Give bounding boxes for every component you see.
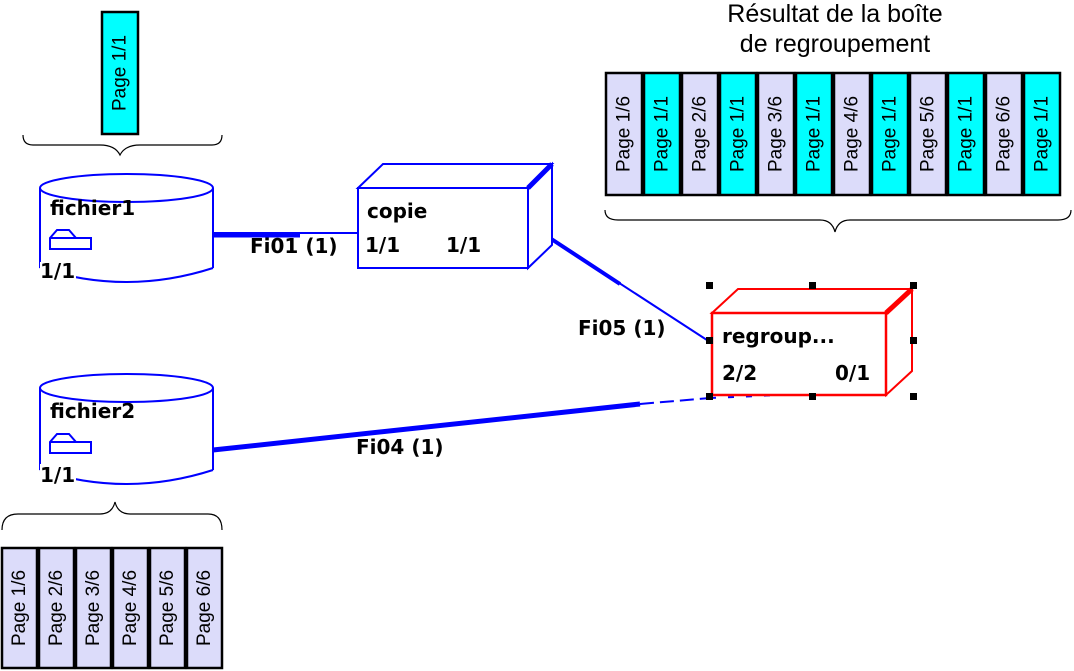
page-box	[946, 71, 986, 197]
bottom-stack-page: Page 6/6	[185, 546, 224, 670]
page-box	[642, 71, 682, 197]
page-label: Page 5/6	[918, 96, 939, 172]
result-title-line2: de regroupement	[740, 30, 930, 58]
result-page: Page 2/6	[680, 71, 720, 197]
page-label: Page 1/6	[614, 96, 635, 172]
page-label: Page 1/1	[110, 35, 131, 111]
node-fichier1[interactable]: fichier1 1/1	[39, 173, 214, 283]
page-label: Page 1/1	[880, 96, 901, 172]
result-page: Page 1/1	[642, 71, 682, 197]
page-box	[832, 71, 872, 197]
page-box	[100, 10, 140, 136]
node-regroup[interactable]: regroup... 2/2 0/1	[706, 282, 917, 400]
link-label-fi04: Fi04 (1)	[356, 435, 444, 459]
page-label: Page 2/6	[690, 96, 711, 172]
page-box	[74, 546, 113, 670]
handle-middle-left[interactable]	[706, 337, 713, 344]
page-box	[1022, 71, 1062, 197]
result-page: Page 1/1	[718, 71, 758, 197]
page-label: Page 1/1	[1032, 96, 1053, 172]
node-in-count-copie: 1/1	[365, 233, 400, 257]
node-in-count-regroup: 2/2	[722, 361, 757, 385]
bottom-stack-page: Page 3/6	[74, 546, 113, 670]
page-box	[908, 71, 948, 197]
handle-top-left[interactable]	[706, 282, 713, 289]
page-box	[718, 71, 758, 197]
page-box	[604, 71, 644, 197]
selection-handles[interactable]	[706, 282, 917, 400]
result-page: Page 5/6	[908, 71, 948, 197]
result-page: Page 1/1	[870, 71, 910, 197]
page-label: Page 6/6	[194, 570, 215, 646]
node-name-fichier2: fichier2	[50, 399, 135, 423]
page-label: Page 3/6	[83, 570, 104, 646]
page-box	[870, 71, 910, 197]
page-box	[0, 546, 39, 670]
brace-top-left	[22, 134, 223, 157]
result-page: Page 1/1	[946, 71, 986, 197]
result-page: Page 1/1	[794, 71, 834, 197]
page-label: Page 2/6	[46, 570, 67, 646]
page-box	[185, 546, 224, 670]
result-page: Page 1/6	[604, 71, 644, 197]
page-label: Page 1/1	[728, 96, 749, 172]
page-box	[37, 546, 76, 670]
page-label: Page 4/6	[842, 96, 863, 172]
handle-top-middle[interactable]	[809, 282, 816, 289]
page-box	[756, 71, 796, 197]
brace-bottom-left	[1, 501, 223, 531]
handle-bottom-right[interactable]	[910, 393, 917, 400]
folder-tray-icon	[49, 229, 92, 250]
bottom-stack-page: Page 5/6	[148, 546, 187, 670]
bottom-stack-page: Page 4/6	[111, 546, 150, 670]
node-name-regroup: regroup...	[722, 324, 835, 348]
handle-bottom-left[interactable]	[706, 393, 713, 400]
node-count-fichier1: 1/1	[40, 259, 75, 283]
bottom-stack-page: Page 1/6	[0, 546, 39, 670]
page-box	[680, 71, 720, 197]
page-box	[111, 546, 150, 670]
handle-top-right[interactable]	[910, 282, 917, 289]
page-label: Page 1/1	[652, 96, 673, 172]
link-fi01[interactable]: Fi01 (1)	[213, 232, 358, 258]
result-stack: Résultat de la boîte de regroupement Pag…	[604, 0, 1072, 233]
page-label: Page 3/6	[766, 96, 787, 172]
node-count-fichier2: 1/1	[40, 463, 75, 487]
node-name-fichier1: fichier1	[50, 196, 135, 220]
page-label: Page 1/6	[9, 570, 30, 646]
link-label-fi01: Fi01 (1)	[250, 234, 338, 258]
top-single-stack: Page 1/1	[22, 10, 223, 157]
page-label: Page 1/1	[804, 96, 825, 172]
page-label: Page 1/1	[956, 96, 977, 172]
handle-middle-right[interactable]	[910, 337, 917, 344]
result-page: Page 3/6	[756, 71, 796, 197]
page-label: Page 4/6	[120, 570, 141, 646]
handle-bottom-middle[interactable]	[809, 393, 816, 400]
bottom-stack-page: Page 2/6	[37, 546, 76, 670]
node-name-copie: copie	[367, 199, 427, 223]
link-fi05[interactable]: Fi05 (1)	[528, 223, 711, 343]
node-out-count-regroup: 0/1	[835, 361, 870, 385]
result-page: Page 6/6	[984, 71, 1024, 197]
bottom-multi-stack: Page 1/6 Page 2/6 Page 3/6 Page 4/6 Page 5/6…	[0, 501, 224, 670]
page-box	[984, 71, 1024, 197]
page-box	[148, 546, 187, 670]
link-label-fi05: Fi05 (1)	[578, 316, 666, 340]
result-title-line1: Résultat de la boîte	[727, 0, 942, 28]
top-stack-page: Page 1/1	[100, 10, 140, 136]
folder-tray-icon	[49, 433, 92, 454]
node-copie[interactable]: copie 1/1 1/1	[355, 161, 555, 271]
page-label: Page 5/6	[157, 570, 178, 646]
result-page: Page 1/1	[1022, 71, 1062, 197]
page-box	[794, 71, 834, 197]
node-fichier2[interactable]: fichier2 1/1	[39, 373, 214, 487]
page-label: Page 6/6	[994, 96, 1015, 172]
node-out-count-copie: 1/1	[446, 233, 481, 257]
link-fi04[interactable]: Fi04 (1)	[212, 394, 781, 459]
result-page: Page 4/6	[832, 71, 872, 197]
brace-result	[604, 209, 1072, 233]
